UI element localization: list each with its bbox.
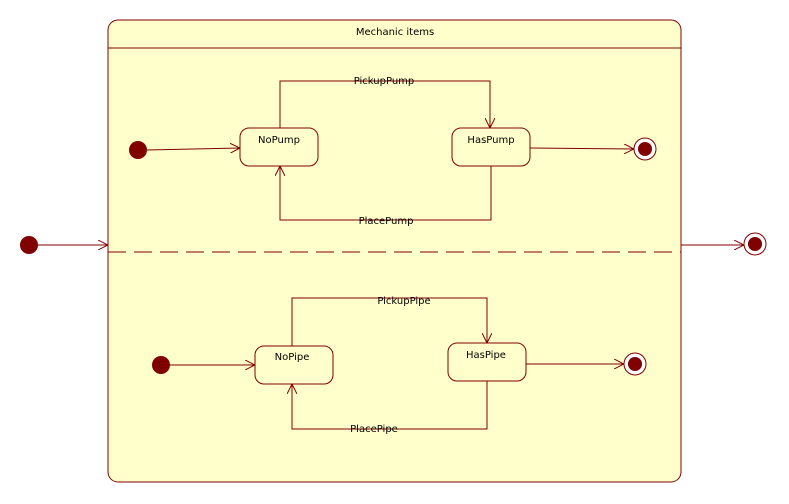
state-no-pipe-label: NoPipe: [275, 352, 310, 363]
state-has-pipe[interactable]: HasPipe: [447, 342, 527, 382]
transition-place-pump[interactable]: [280, 166, 492, 221]
state-has-pipe-label: HasPipe: [466, 350, 506, 361]
pump-final-node[interactable]: [633, 137, 657, 161]
transition-pickup-pipe[interactable]: [291, 297, 487, 346]
composite-state-mechanic-items[interactable]: Mechanic items: [107, 19, 682, 483]
region-pump: NoPump HasPump PickupPump PlacePump: [129, 76, 657, 227]
pump-final-transition[interactable]: [529, 148, 634, 149]
pipe-initial-node[interactable]: [152, 356, 170, 374]
composite-state-title: Mechanic items: [356, 27, 434, 38]
pump-initial-transition[interactable]: [146, 148, 240, 150]
pipe-final-node[interactable]: [623, 352, 647, 376]
transition-place-pump-label: PlacePump: [359, 216, 414, 227]
state-no-pipe[interactable]: NoPipe: [254, 345, 334, 385]
state-no-pump-label: NoPump: [258, 135, 300, 146]
transition-pickup-pipe-label: PickupPipe: [377, 296, 430, 307]
transition-place-pipe[interactable]: [292, 381, 488, 430]
outer-initial-node[interactable]: [20, 236, 38, 254]
state-no-pump[interactable]: NoPump: [239, 127, 319, 167]
transition-pickup-pump-label: PickupPump: [354, 76, 415, 87]
region-pipe: NoPipe HasPipe PickupPipe PlacePipe: [152, 296, 647, 435]
pump-initial-node[interactable]: [129, 141, 147, 159]
outer-final-node[interactable]: [743, 232, 767, 256]
transition-place-pipe-label: PlacePipe: [350, 424, 398, 435]
transition-pickup-pump[interactable]: [279, 80, 490, 128]
state-has-pump-label: HasPump: [467, 135, 514, 146]
state-has-pump[interactable]: HasPump: [451, 127, 531, 167]
